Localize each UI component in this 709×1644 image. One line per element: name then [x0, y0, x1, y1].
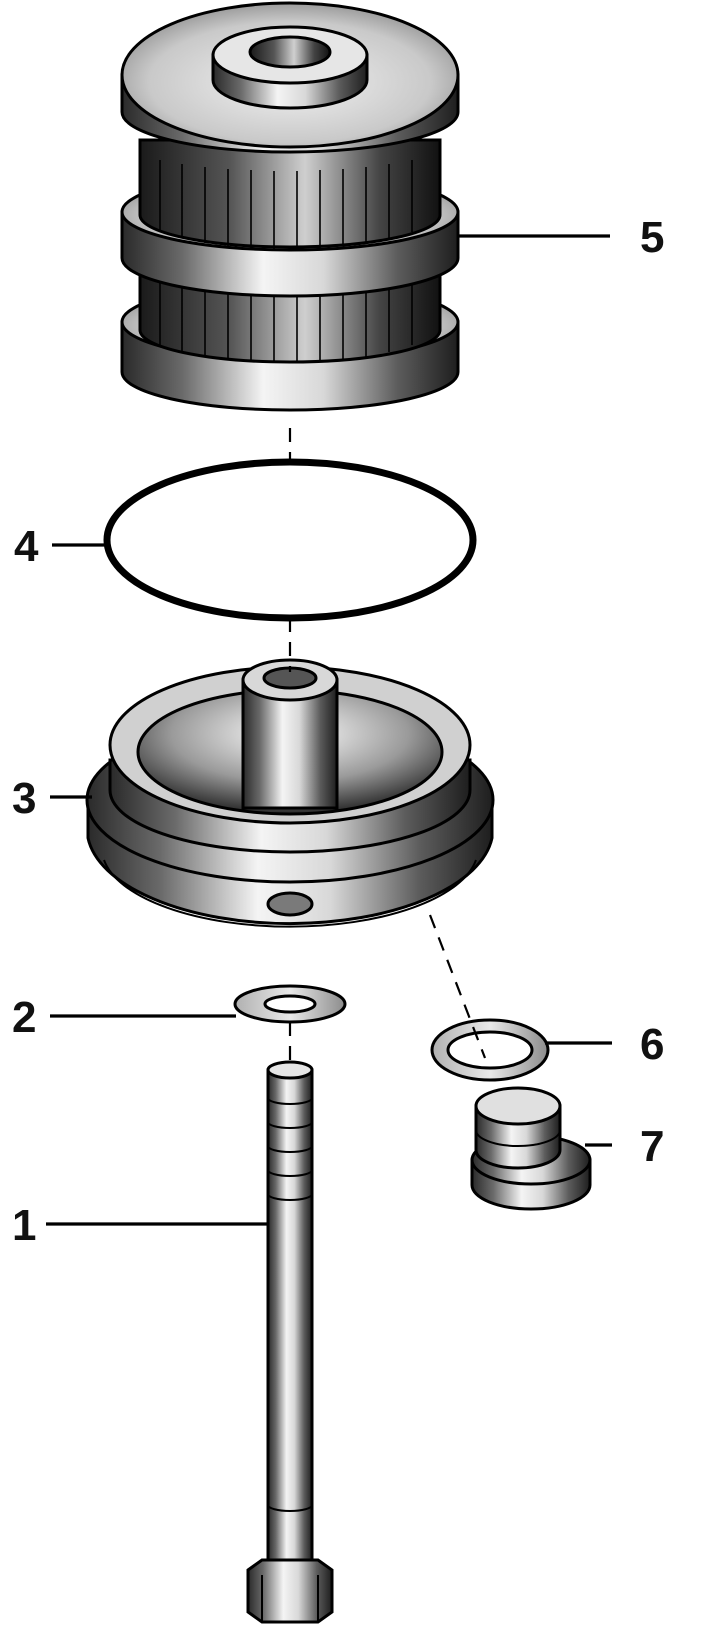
bolt-thread-lines	[267, 1097, 313, 1512]
drain-plug-seal	[430, 1018, 550, 1082]
drain-plug	[470, 1086, 592, 1211]
filter-element	[120, 1, 460, 412]
callout-6: 6	[640, 1020, 664, 1069]
callout-4: 4	[14, 522, 39, 571]
bolt	[246, 1060, 334, 1624]
o-ring	[103, 458, 477, 622]
callout-labels: 5 4 3 2 6 7 1	[12, 213, 664, 1250]
callout-7: 7	[640, 1122, 664, 1171]
lower-pleats	[159, 278, 413, 363]
upper-pleats	[159, 160, 413, 249]
leader-lines	[46, 234, 612, 1226]
callout-3: 3	[12, 774, 36, 823]
callout-1: 1	[12, 1201, 36, 1250]
washer	[233, 984, 347, 1024]
housing-cover	[85, 658, 495, 928]
callout-5: 5	[640, 213, 664, 262]
assembly-axis-lines	[288, 428, 487, 1062]
callout-2: 2	[12, 993, 36, 1042]
